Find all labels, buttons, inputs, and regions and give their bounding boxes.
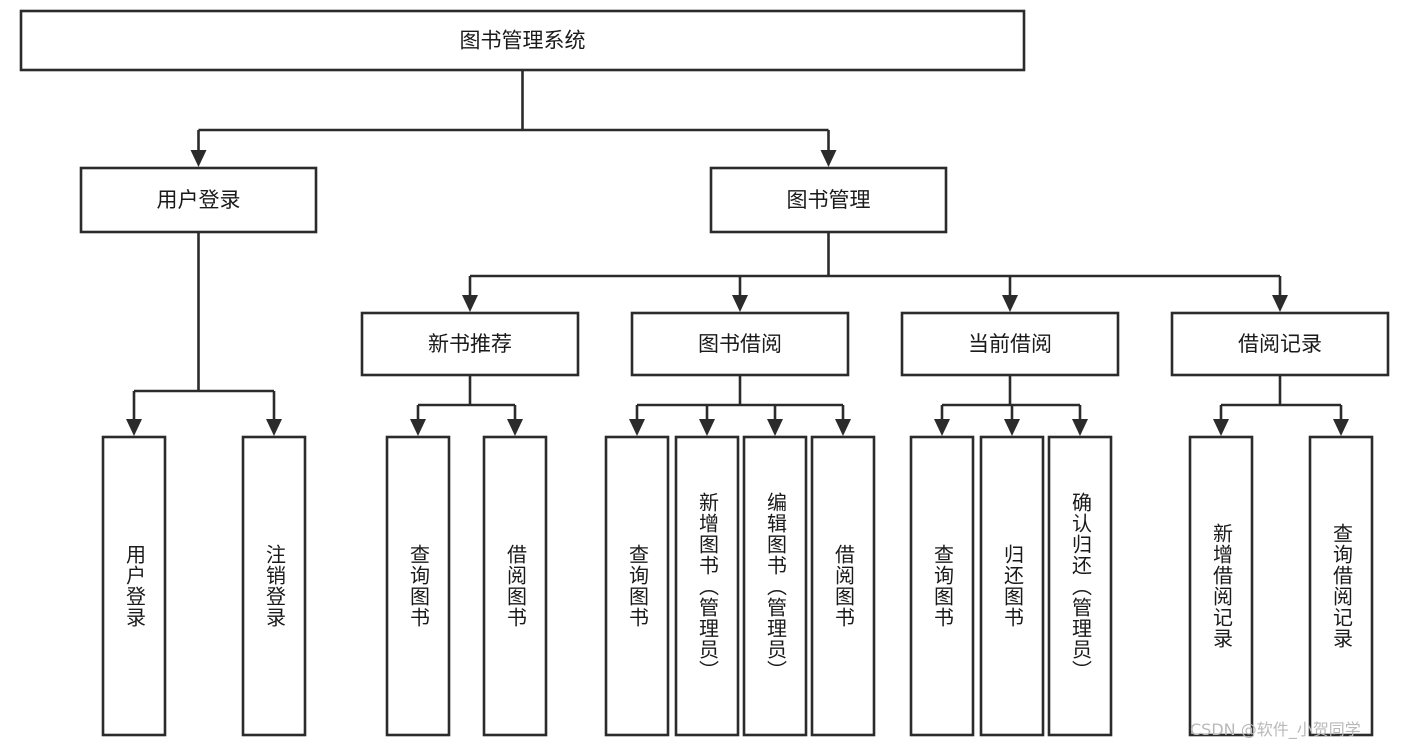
leaf-box-8[interactable]	[909, 435, 975, 737]
node-level2-box-0[interactable]	[79, 166, 318, 234]
arrow-head-icon	[1002, 295, 1018, 312]
arrow-head-icon	[1004, 419, 1020, 436]
watermark-text: CSDN @软件_小贺同学	[1190, 720, 1361, 739]
leaf-box-9[interactable]	[979, 435, 1045, 737]
arrow-head-icon	[1213, 419, 1229, 436]
arrow-head-icon	[507, 419, 523, 436]
leaf-box-2[interactable]	[385, 435, 451, 737]
arrow-head-icon	[934, 419, 950, 436]
arrow-head-icon	[1272, 295, 1288, 312]
connector-layer	[126, 70, 1349, 436]
arrow-head-icon	[732, 295, 748, 312]
arrow-head-icon	[629, 419, 645, 436]
node-level2-label-1: 图书管理	[787, 188, 871, 212]
arrow-head-icon	[699, 419, 715, 436]
arrow-head-icon	[820, 150, 837, 167]
leaf-box-7[interactable]	[810, 435, 876, 737]
arrow-head-icon	[767, 419, 783, 436]
node-level3-label-1: 图书借阅	[698, 332, 782, 356]
node-root-box[interactable]	[19, 9, 1026, 72]
leaf-box-3[interactable]	[482, 435, 548, 737]
leaf-box-10[interactable]	[1047, 435, 1113, 737]
node-level2-label-0: 用户登录	[157, 188, 241, 212]
leaf-box-11[interactable]	[1188, 435, 1254, 737]
node-root-label: 图书管理系统	[460, 29, 586, 53]
node-level3-label-2: 当前借阅	[968, 332, 1052, 356]
node-level3-label-3: 借阅记录	[1238, 332, 1322, 356]
node-box-layer	[19, 9, 1390, 737]
arrow-head-icon	[835, 419, 851, 436]
leaf-box-1[interactable]	[241, 435, 307, 737]
node-level3-box-3[interactable]	[1170, 311, 1390, 377]
arrow-head-icon	[410, 419, 426, 436]
node-level3-box-2[interactable]	[900, 311, 1120, 377]
arrow-head-icon	[462, 295, 478, 312]
arrow-head-icon	[126, 419, 142, 436]
leaf-box-0[interactable]	[101, 435, 167, 737]
arrow-head-icon	[1333, 419, 1349, 436]
node-level3-box-0[interactable]	[360, 311, 580, 377]
arrow-head-icon	[190, 150, 207, 167]
leaf-box-5[interactable]	[674, 435, 740, 737]
leaf-box-12[interactable]	[1308, 435, 1374, 737]
node-level2-box-1[interactable]	[709, 166, 948, 234]
leaf-box-4[interactable]	[604, 435, 670, 737]
node-level3-label-0: 新书推荐	[428, 332, 512, 356]
arrow-head-icon	[266, 419, 282, 436]
arrow-head-icon	[1072, 419, 1088, 436]
node-level3-box-1[interactable]	[630, 311, 850, 377]
leaf-box-6[interactable]	[742, 435, 808, 737]
